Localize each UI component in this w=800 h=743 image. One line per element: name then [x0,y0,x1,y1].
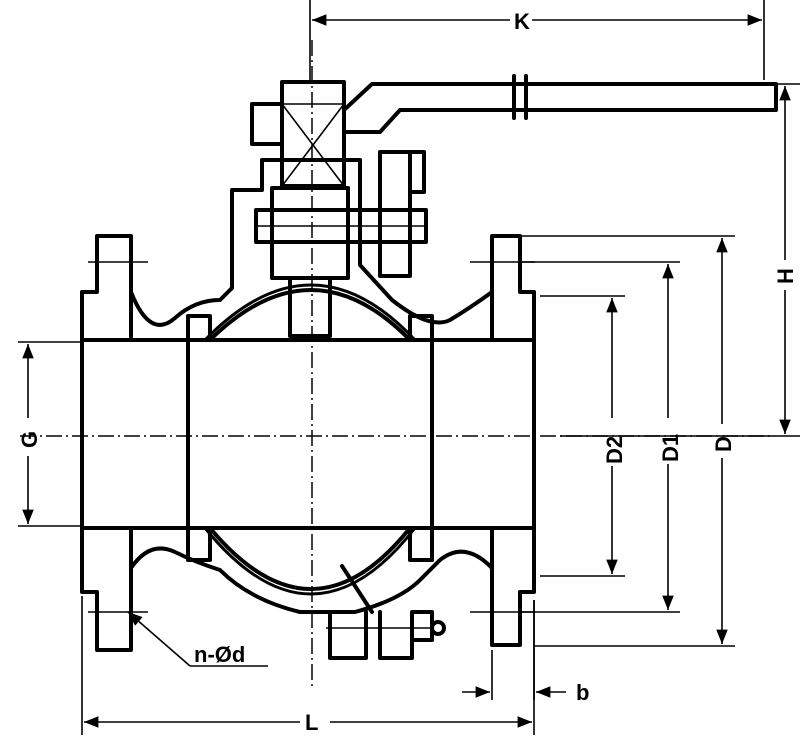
dim-label-n-d: n-Ød [194,642,245,667]
dim-label-D: D [711,436,736,452]
dim-label-G: G [17,431,42,448]
left-flange-lower [80,526,133,652]
dim-label-L: L [305,710,318,735]
dim-label-K: K [514,9,530,34]
right-flange-lower [490,526,536,647]
right-flange [490,234,536,342]
dim-label-b: b [576,680,589,705]
stem [270,186,350,280]
handle [342,82,778,134]
gland-bolt [378,150,412,278]
dim-label-D1: D1 [658,434,683,462]
dim-label-D2: D2 [602,436,627,464]
dimensions: K H G D2 D1 D b [17,0,800,735]
left-flange [80,234,133,342]
body-shell-upper [129,158,494,327]
ball-outline [203,283,417,342]
dim-label-H: H [773,268,798,284]
bore [80,338,536,530]
stem-assembly [250,74,778,338]
body-shell-lower [129,546,494,614]
ball [208,288,412,591]
valve-body [80,158,536,660]
ball-housing [186,314,434,562]
stem-nut [280,80,346,188]
bottom-bolt [328,610,434,660]
